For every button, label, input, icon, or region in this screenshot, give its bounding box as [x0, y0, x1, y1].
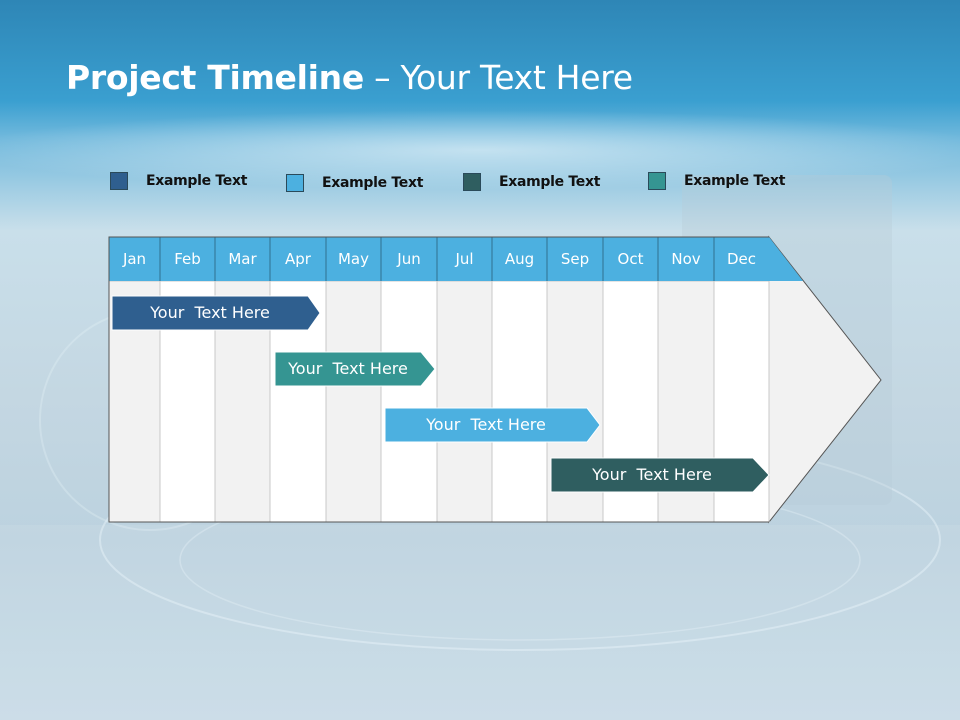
task-bar-label[interactable]: Your Text Here: [150, 303, 270, 322]
legend-item: Example Text: [286, 172, 423, 194]
legend-item: Example Text: [110, 170, 247, 192]
legend-swatch: [110, 172, 128, 190]
legend-label: Example Text: [684, 173, 786, 189]
legend-item: Example Text: [463, 171, 600, 193]
slide-title: Project Timeline – Your Text Here: [66, 58, 633, 97]
task-bar-label[interactable]: Your Text Here: [592, 465, 712, 484]
legend-item: Example Text: [648, 170, 785, 192]
legend-label: Example Text: [499, 174, 601, 190]
task-bar-label[interactable]: Your Text Here: [288, 359, 408, 378]
legend-swatch: [286, 174, 304, 192]
legend-label: Example Text: [322, 175, 424, 191]
task-bar-label[interactable]: Your Text Here: [426, 415, 546, 434]
legend-label: Example Text: [146, 173, 248, 189]
legend-swatch: [463, 173, 481, 191]
title-bold: Project Timeline: [66, 58, 364, 97]
legend-swatch: [648, 172, 666, 190]
title-rest: – Your Text Here: [363, 58, 633, 97]
